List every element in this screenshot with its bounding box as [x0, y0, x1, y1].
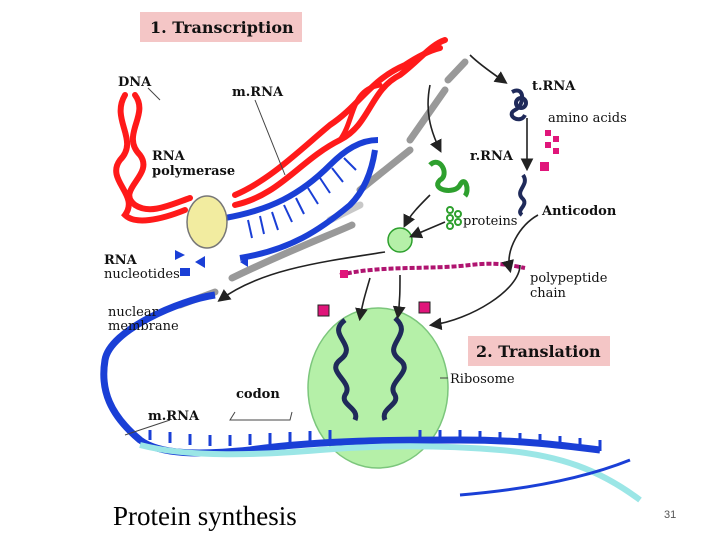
label-rna-nucleotides-2: nucleotides — [104, 267, 180, 282]
label-polypeptide-2: chain — [530, 286, 567, 301]
label-ribosome: Ribosome — [450, 372, 515, 387]
label-rna-polymerase-2: polymerase — [152, 164, 235, 179]
rna-nucleotides — [175, 250, 248, 276]
rrna-strand — [428, 159, 470, 198]
translation-heading: 2. Translation — [476, 342, 601, 361]
label-mrna-top: m.RNA — [232, 85, 284, 100]
leader-lines — [124, 87, 448, 436]
trna-on-ribosome — [333, 316, 407, 421]
label-proteins: proteins — [463, 214, 517, 229]
ribosome-subunit — [387, 227, 413, 253]
mrna-transcript-top — [224, 137, 379, 261]
amino-acids — [540, 130, 559, 171]
slide-caption: Protein synthesis — [113, 501, 297, 531]
trna-charged — [518, 173, 527, 217]
label-nuclear-membrane-1: nuclear — [108, 305, 159, 320]
label-nuclear-membrane-2: membrane — [108, 319, 179, 334]
label-rrna: r.RNA — [470, 149, 514, 164]
page-number: 31 — [664, 509, 676, 521]
rna-polymerase — [186, 195, 228, 249]
dna-strand — [113, 37, 448, 224]
label-dna: DNA — [118, 75, 152, 90]
label-trna: t.RNA — [532, 79, 576, 94]
label-mrna-bottom: m.RNA — [148, 409, 200, 424]
translation-heading-box — [468, 336, 610, 366]
label-codon: codon — [236, 387, 280, 402]
label-amino-acids: amino acids — [548, 111, 627, 126]
label-polypeptide-1: polypeptide — [530, 271, 608, 286]
mrna-bottom — [100, 291, 642, 503]
transcription-heading-box — [140, 12, 302, 42]
polypeptide-chain — [317, 261, 526, 317]
process-arrows — [217, 54, 539, 331]
label-anticodon: Anticodon — [541, 204, 617, 219]
transcription-heading: 1. Transcription — [150, 18, 294, 37]
label-rna-nucleotides-1: RNA — [104, 253, 138, 268]
protein-dots — [446, 206, 462, 230]
ribosome — [307, 307, 449, 469]
label-rna-polymerase-1: RNA — [152, 149, 186, 164]
trna-free — [509, 88, 528, 122]
